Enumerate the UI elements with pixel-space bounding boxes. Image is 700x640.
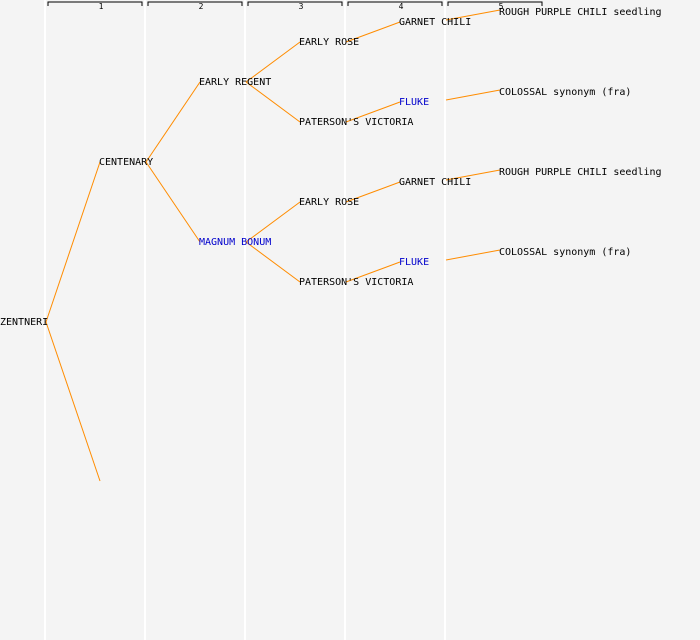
- node-label: CENTENARY: [99, 157, 153, 168]
- tree-edge: [445, 9, 501, 21]
- tree-edges: [45, 9, 501, 482]
- node-link[interactable]: FLUKE: [399, 257, 429, 268]
- generation-number: 4: [399, 2, 404, 11]
- tree-edge: [445, 169, 501, 181]
- tree-edge: [345, 181, 401, 203]
- node-label: PATERSON'S VICTORIA: [299, 277, 413, 288]
- node-label: ROUGH PURPLE CHILI seedling: [499, 167, 662, 178]
- tree-labels: ZENTNERI CENTENARY EARLY REGENT MAGNUM B…: [0, 7, 662, 328]
- node-label: GARNET CHILI: [399, 17, 471, 28]
- node-link[interactable]: FLUKE: [399, 97, 429, 108]
- generation-bracket: [447, 1, 543, 6]
- generation-number: 5: [499, 2, 504, 11]
- node-label: COLOSSAL synonym (fra): [499, 87, 631, 98]
- tree-edge: [345, 261, 401, 283]
- node-label: EARLY ROSE: [299, 197, 359, 208]
- generation-number: 2: [199, 2, 204, 11]
- tree-edge: [445, 249, 501, 261]
- generation-bracket: [47, 1, 143, 6]
- generation-bracket: [347, 1, 443, 6]
- generation-number: 3: [299, 2, 304, 11]
- tree-edge: [245, 41, 301, 83]
- node-label: GARNET CHILI: [399, 177, 471, 188]
- tree-edge: [45, 321, 101, 482]
- node-label: COLOSSAL synonym (fra): [499, 247, 631, 258]
- node-label: ROUGH PURPLE CHILI seedling: [499, 7, 662, 18]
- tree-edge: [245, 81, 301, 123]
- node-label: EARLY REGENT: [199, 77, 271, 88]
- generation-bracket: [147, 1, 243, 6]
- tree-edge: [45, 161, 101, 323]
- tree-edge: [245, 201, 301, 243]
- root-node-label: ZENTNERI: [0, 317, 48, 328]
- node-link[interactable]: MAGNUM BONUM: [199, 237, 271, 248]
- generation-bracket: [247, 1, 343, 6]
- tree-edge: [145, 161, 201, 243]
- tree-edge: [345, 101, 401, 123]
- node-label: EARLY ROSE: [299, 37, 359, 48]
- generation-number: 1: [99, 2, 104, 11]
- tree-edge: [345, 21, 401, 43]
- tree-edge: [245, 241, 301, 283]
- generation-header: 1 2 3 4 5: [47, 1, 543, 11]
- tree-edge: [145, 81, 201, 163]
- node-label: PATERSON'S VICTORIA: [299, 117, 413, 128]
- tree-edge: [445, 89, 501, 101]
